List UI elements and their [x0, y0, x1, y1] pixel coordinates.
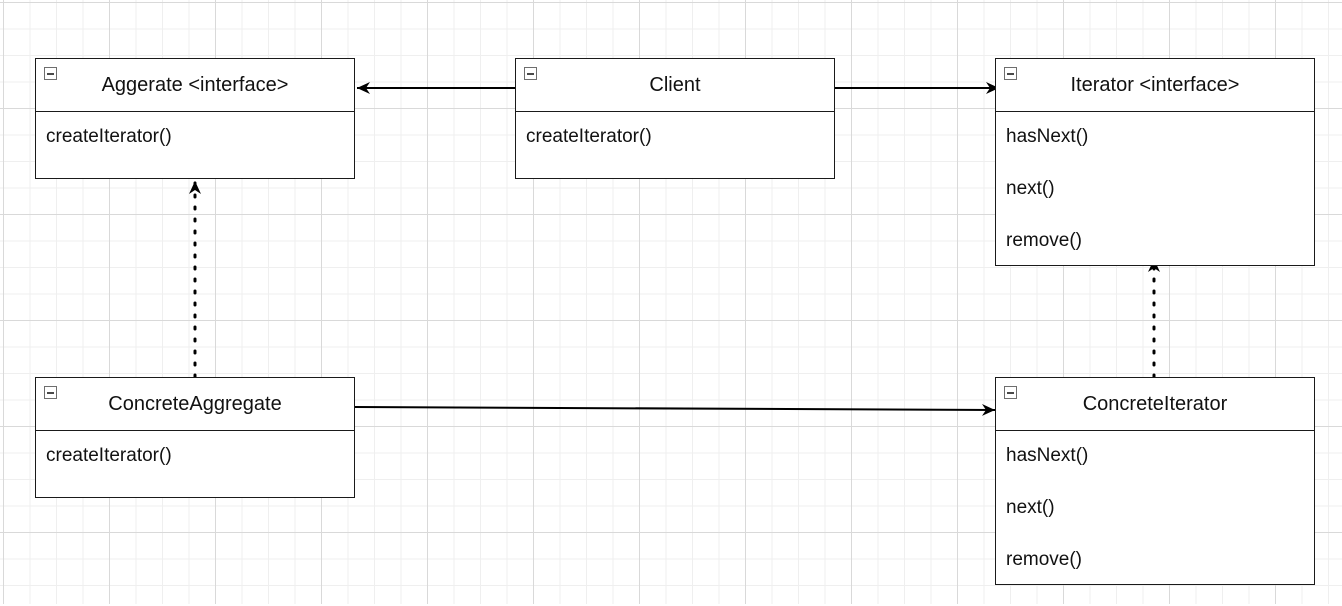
minus-square-icon[interactable]: [1004, 386, 1017, 399]
class-methods: hasNext() next() remove(): [996, 112, 1314, 280]
edge-concrete-aggregate-to-concrete-iterator: [354, 403, 996, 416]
class-title: Iterator <interface>: [1070, 73, 1240, 96]
minus-square-icon[interactable]: [1004, 67, 1017, 80]
method: remove(): [1006, 230, 1083, 251]
class-iterator[interactable]: Iterator <interface> hasNext() next() re…: [995, 58, 1315, 266]
method: remove(): [1006, 549, 1083, 570]
class-methods: createIterator(): [36, 431, 354, 495]
method: createIterator(): [526, 126, 652, 147]
class-title: Aggerate <interface>: [101, 73, 289, 96]
class-client[interactable]: Client createIterator(): [515, 58, 835, 179]
method: createIterator(): [46, 126, 172, 147]
method: createIterator(): [46, 445, 172, 466]
class-title: ConcreteAggregate: [108, 392, 282, 415]
class-title: Client: [649, 73, 701, 96]
class-header[interactable]: ConcreteIterator: [996, 378, 1314, 431]
class-header[interactable]: Iterator <interface>: [996, 59, 1314, 112]
class-concrete-iterator[interactable]: ConcreteIterator hasNext() next() remove…: [995, 377, 1315, 585]
class-methods: createIterator(): [516, 112, 834, 176]
method: hasNext(): [1006, 445, 1089, 466]
class-methods: createIterator(): [36, 112, 354, 176]
class-aggregate[interactable]: Aggerate <interface> createIterator(): [35, 58, 355, 179]
minus-square-icon[interactable]: [524, 67, 537, 80]
class-methods: hasNext() next() remove(): [996, 431, 1314, 599]
minus-square-icon[interactable]: [44, 67, 57, 80]
method: next(): [1006, 497, 1055, 518]
class-header[interactable]: Client: [516, 59, 834, 112]
class-title: ConcreteIterator: [1082, 392, 1228, 415]
class-header[interactable]: ConcreteAggregate: [36, 378, 354, 431]
method: hasNext(): [1006, 126, 1089, 147]
class-concrete-aggregate[interactable]: ConcreteAggregate createIterator(): [35, 377, 355, 498]
minus-square-icon[interactable]: [44, 386, 57, 399]
method: next(): [1006, 178, 1055, 199]
class-header[interactable]: Aggerate <interface>: [36, 59, 354, 112]
